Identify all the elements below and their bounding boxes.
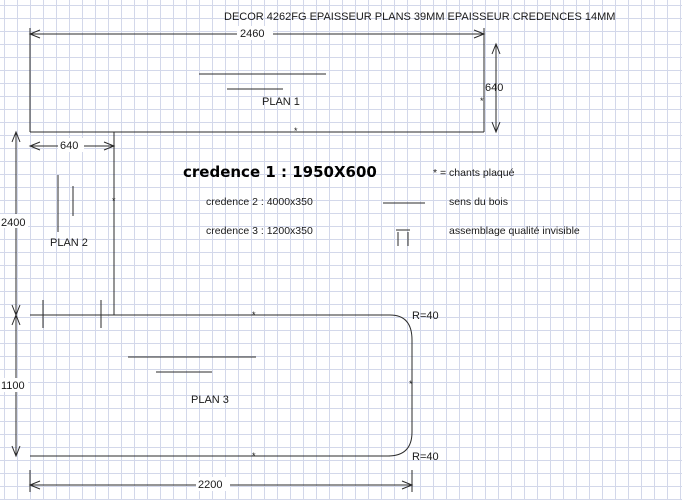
legend-joint-symbol (396, 229, 410, 246)
radius-top-label: R=40 (412, 310, 439, 322)
legend-edge-label: * = chants plaqué (433, 167, 515, 179)
legend-grain-label: sens du bois (449, 196, 508, 208)
edge-mark-plan1-right: * (480, 96, 484, 106)
dim-left-length-label: 2400 (1, 217, 25, 229)
dim-bottom-length-label: 1100 (1, 380, 25, 392)
dim-bottom-width (28, 470, 414, 492)
edge-mark-plan3-bottom: * (252, 451, 256, 461)
edge-mark-plan3-right: * (409, 379, 413, 389)
dim-bottom-width-label: 2200 (198, 479, 222, 491)
plan1-label: PLAN 1 (262, 96, 300, 108)
plan1-outline (29, 44, 485, 133)
credence1-label: credence 1 : 1950X600 (183, 163, 377, 181)
plan3-label: PLAN 3 (191, 394, 229, 406)
dim-left-depth (28, 138, 116, 152)
dim-top-width (28, 26, 486, 44)
header-title: DECOR 4262FG EPAISSEUR PLANS 39MM EPAISS… (224, 11, 615, 23)
dim-bottom-length (0, 313, 28, 458)
edge-mark-plan2-right: * (112, 196, 116, 206)
legend-joint-label: assemblage qualité invisible (449, 225, 580, 237)
grain-mark-plan1 (199, 73, 326, 90)
plan3-outline (30, 314, 413, 457)
credence2-label: credence 2 : 4000x350 (206, 196, 313, 208)
dim-top-width-label: 2460 (240, 28, 264, 40)
dim-top-depth-label: 640 (485, 82, 503, 94)
plan2-label: PLAN 2 (50, 237, 88, 249)
grain-mark-plan2 (57, 175, 74, 232)
edge-mark-plan3-top: * (252, 310, 256, 320)
dim-left-depth-label: 640 (60, 140, 78, 152)
credence3-label: credence 3 : 1200x350 (206, 225, 313, 237)
joint-mark-plan2-plan3 (42, 300, 102, 328)
grain-mark-plan3 (128, 356, 256, 373)
dim-top-depth (491, 42, 501, 134)
edge-mark-plan1-bottom: * (294, 126, 298, 136)
radius-bottom-label: R=40 (412, 451, 439, 463)
